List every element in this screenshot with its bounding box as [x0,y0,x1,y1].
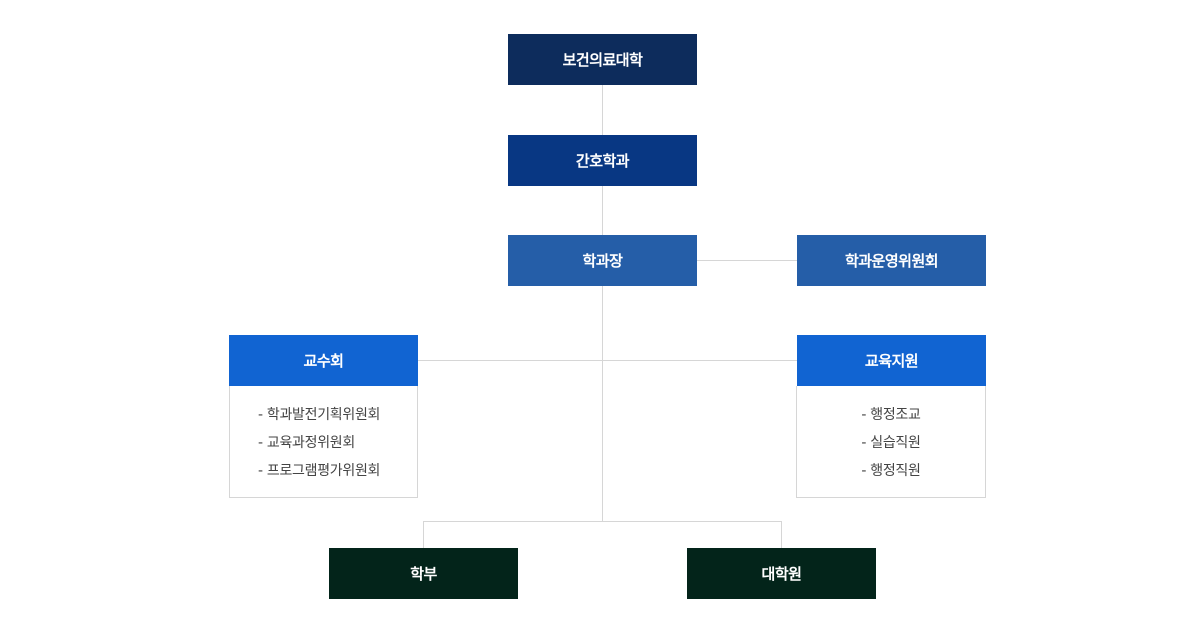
graduate-box: 대학원 [687,548,876,599]
connector-trunk [602,84,603,522]
steering-committee-label: 학과운영위원회 [844,252,939,270]
education-support-label: 교육지원 [864,352,919,370]
faculty-council-panel: - 학과발전기획위원회 - 교육과정위원회 - 프로그램평가위원회 [229,386,418,498]
faculty-council-box: 교수회 [229,335,418,386]
department-label: 간호학과 [575,152,630,170]
connector-chair-committee [696,260,797,261]
faculty-council-item: - 프로그램평가위원회 [258,463,381,479]
education-support-panel: - 행정조교 - 실습직원 - 행정직원 [796,386,986,498]
education-support-item: - 행정조교 [861,407,921,423]
department-box: 간호학과 [508,135,697,186]
undergraduate-box: 학부 [329,548,518,599]
undergraduate-label: 학부 [410,565,437,583]
connector-undergraduate [423,521,424,548]
education-support-box: 교육지원 [797,335,986,386]
connector-faculty-support [418,360,797,361]
connector-graduate [781,521,782,548]
education-support-item: - 행정직원 [861,463,921,479]
steering-committee-box: 학과운영위원회 [797,235,986,286]
faculty-council-label: 교수회 [303,352,344,370]
college-box: 보건의료대학 [508,34,697,85]
chair-box: 학과장 [508,235,697,286]
college-label: 보건의료대학 [562,51,643,69]
education-support-item: - 실습직원 [861,435,921,451]
faculty-council-item: - 학과발전기획위원회 [258,407,381,423]
connector-bottom-horizontal [423,521,782,522]
chair-label: 학과장 [582,252,623,270]
faculty-council-item: - 교육과정위원회 [258,435,355,451]
graduate-label: 대학원 [761,565,802,583]
